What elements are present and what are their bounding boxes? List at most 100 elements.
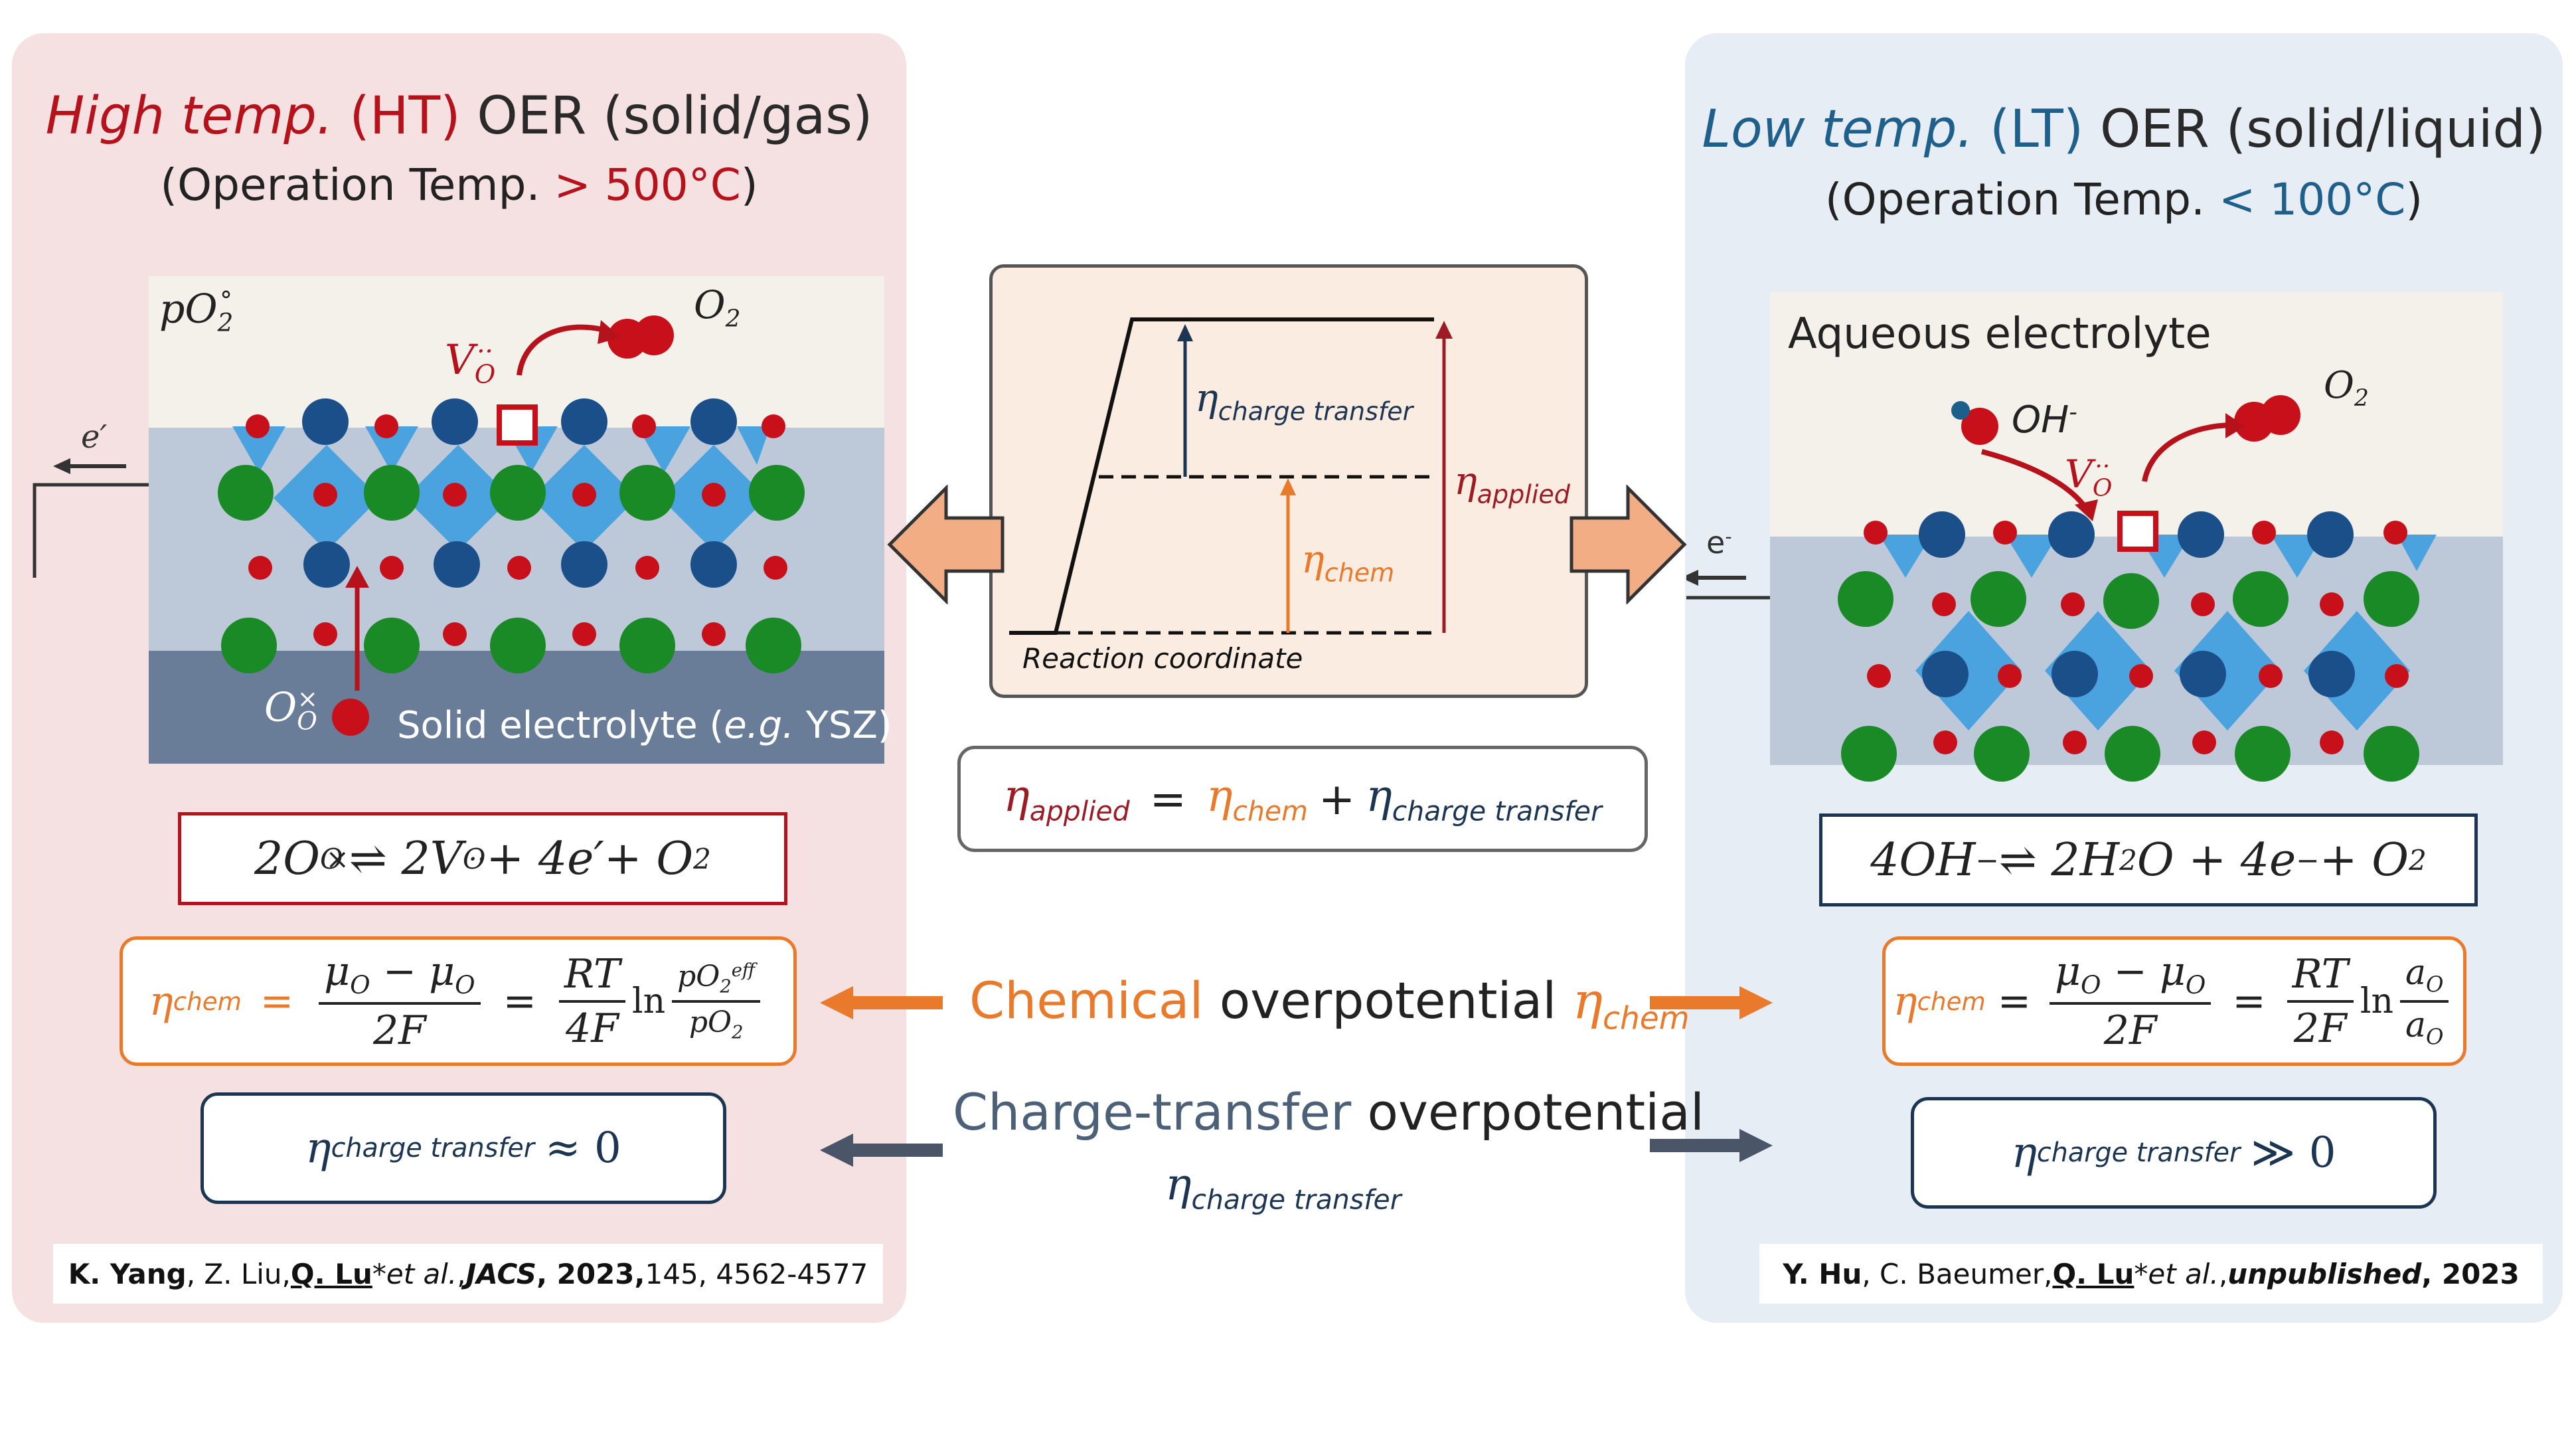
diagram-eta-ct-symbol: η: [1195, 375, 1218, 420]
lt-ct-eta-sub: charge transfer: [2036, 1138, 2241, 1168]
chem-arrow-right: [1650, 986, 1773, 1019]
ht-po2-text: pO: [159, 286, 218, 333]
lt-cite-year: , 2023: [2421, 1257, 2520, 1290]
lt-equals-2: =: [2232, 978, 2266, 1025]
ht-cite-rest1: , Z. Liu,: [186, 1257, 291, 1290]
lt-electron-label: e-: [1706, 525, 1732, 560]
ct-label-rest: overpotential: [1351, 1082, 1704, 1142]
chem-label-colored: Chemical: [969, 971, 1204, 1030]
ht-citation: K. Yang, Z. Liu, Q. Lu* et al., JACS, 20…: [53, 1244, 883, 1304]
chem-label-rest: overpotential: [1203, 971, 1573, 1030]
ht-subtitle-suffix: ): [740, 159, 758, 211]
diagram-eta-applied: ηapplied: [1454, 458, 1570, 509]
eq-eta-applied: ηapplied: [1003, 770, 1129, 827]
ht-o2-label: O2: [694, 282, 741, 333]
ht-ct-value: ≈ 0: [545, 1124, 621, 1173]
ht-subtitle-value: > 500°C: [554, 159, 741, 211]
ht-oxygen-lattice-text: O: [264, 684, 297, 731]
ht-gas-region: [149, 276, 884, 428]
lt-cite-status: unpublished: [2227, 1257, 2422, 1290]
ht-mu-den: 2F: [372, 1007, 426, 1054]
chemical-overpotential-label: Chemical overpotential ηchem: [969, 971, 1690, 1037]
lt-mu-den: 2F: [2103, 1007, 2157, 1054]
diagram-eta-ct-sub: charge transfer: [1218, 396, 1413, 426]
ht-b-site-atoms: [302, 398, 737, 588]
left-block-arrow: [887, 485, 1005, 604]
ct-label-eta: η: [1165, 1159, 1192, 1210]
lt-mu-num-std: μ: [2159, 948, 2186, 995]
eq-eta-applied-symbol: η: [1003, 770, 1030, 822]
diagram-eta-applied-symbol: η: [1454, 458, 1477, 503]
lt-ct-eta: η: [2011, 1128, 2037, 1177]
lt-cite-etal: et al.: [2148, 1257, 2219, 1290]
eq-eta-applied-sub: applied: [1029, 795, 1130, 827]
ht-reaction-end: + 4e′+ O: [486, 832, 694, 885]
lt-reaction-mid: ⇌ 2H: [1998, 833, 2119, 887]
ht-electrolyte-rest: YSZ): [805, 704, 892, 747]
ht-electrolyte-text: Solid electrolyte (: [397, 704, 724, 747]
lt-cite-rest2: *: [2134, 1257, 2148, 1290]
lt-rt-fraction: RT 2F: [2287, 951, 2354, 1052]
lt-rt-num: RT: [2287, 951, 2354, 1003]
diagram-x-label: Reaction coordinate: [1022, 642, 1303, 675]
lt-vacancy-label: VO··: [2065, 452, 2113, 502]
ht-ct-eta: η: [305, 1124, 331, 1173]
lt-cite-rest1: , C. Baeumer,: [1862, 1257, 2053, 1290]
ct-arrow-left: [820, 1134, 943, 1167]
lt-oh-molecule: [1951, 401, 1998, 445]
energy-diagram: [1009, 317, 1453, 635]
lt-liquid-region: [1770, 292, 2503, 537]
ht-rt-den: 4F: [566, 1005, 619, 1052]
lt-title: Low temp. (LT) OER (solid/liquid): [1685, 100, 2563, 159]
lt-reaction-tail: + O: [2319, 833, 2409, 887]
ct-label-colored: Charge-transfer: [953, 1082, 1352, 1142]
ht-a-site-atoms: [218, 465, 805, 673]
lt-ct-value: ≫ 0: [2251, 1128, 2336, 1177]
lt-subtitle-prefix: (Operation Temp.: [1824, 174, 2205, 225]
lt-o2-molecule: [2234, 395, 2300, 442]
ht-subtitle-prefix: (Operation Temp.: [160, 159, 540, 211]
ht-po2-fraction: pO2eff pO2: [672, 959, 761, 1043]
ht-title: High temp. (HT) OER (solid/gas): [12, 86, 906, 146]
lt-rt-den: 2F: [2293, 1005, 2347, 1052]
eq-eta-chem-sub: chem: [1232, 795, 1308, 827]
ht-circuit-line: [33, 483, 149, 578]
ct-label-eta-sub: charge transfer: [1191, 1183, 1402, 1216]
lt-vacancy-text: V: [2065, 452, 2093, 497]
ht-reaction-mid: ⇌ 2V: [349, 832, 463, 885]
charge-transfer-eta-label: ηcharge transfer: [1165, 1159, 1402, 1215]
ht-o2-molecule: [607, 315, 674, 359]
ht-reaction-start: 2O: [254, 832, 321, 885]
lt-a-den: a: [2405, 1005, 2426, 1045]
lt-eta-chem-equals: =: [1997, 978, 2031, 1025]
lt-o2-release-arrow: [2142, 422, 2235, 482]
ht-o2-text: O: [694, 282, 726, 327]
lt-subtitle-suffix: ): [2405, 174, 2423, 225]
ht-mu-fraction: μO − μO 2F: [319, 948, 481, 1054]
ht-po2-eff: pO: [677, 959, 720, 993]
lt-eta-chem-symbol: η: [1893, 978, 1917, 1025]
ht-eta-chem-symbol: η: [149, 978, 173, 1025]
lt-a-site-atoms: [1838, 571, 2419, 782]
charge-transfer-overpotential-label: Charge-transfer overpotential: [953, 1082, 1704, 1142]
eq-eta-ct-sub: charge transfer: [1392, 795, 1602, 827]
ht-electrolyte-label: Solid electrolyte (e.g. YSZ): [397, 704, 892, 747]
lt-subtitle-value: < 100°C: [2218, 174, 2406, 225]
ht-subtitle: (Operation Temp. > 500°C): [12, 159, 906, 211]
lt-oh-label: OH-: [2012, 398, 2077, 442]
lt-citation: Y. Hu, C. Baeumer, Q. Lu* et al., unpubl…: [1759, 1244, 2543, 1304]
ht-o2-release-arrow: [517, 324, 612, 376]
lt-title-italic: Low temp.: [1702, 100, 1974, 159]
lt-circuit-line: [1686, 596, 1770, 600]
lt-octahedra: [1879, 535, 2437, 730]
ht-ct-eta-sub: charge transfer: [331, 1133, 535, 1163]
ht-cite-pages: 145, 4562-4577: [645, 1257, 868, 1290]
lt-o2-text: O: [2324, 364, 2354, 407]
lt-lattice-diagram: [1686, 292, 2503, 782]
eq-eta-ct-symbol: η: [1366, 770, 1392, 822]
ht-electron-label: e′: [81, 418, 108, 456]
eq-eta-chem-symbol: η: [1206, 770, 1233, 822]
lt-a-fraction: aO aO: [2399, 953, 2449, 1049]
